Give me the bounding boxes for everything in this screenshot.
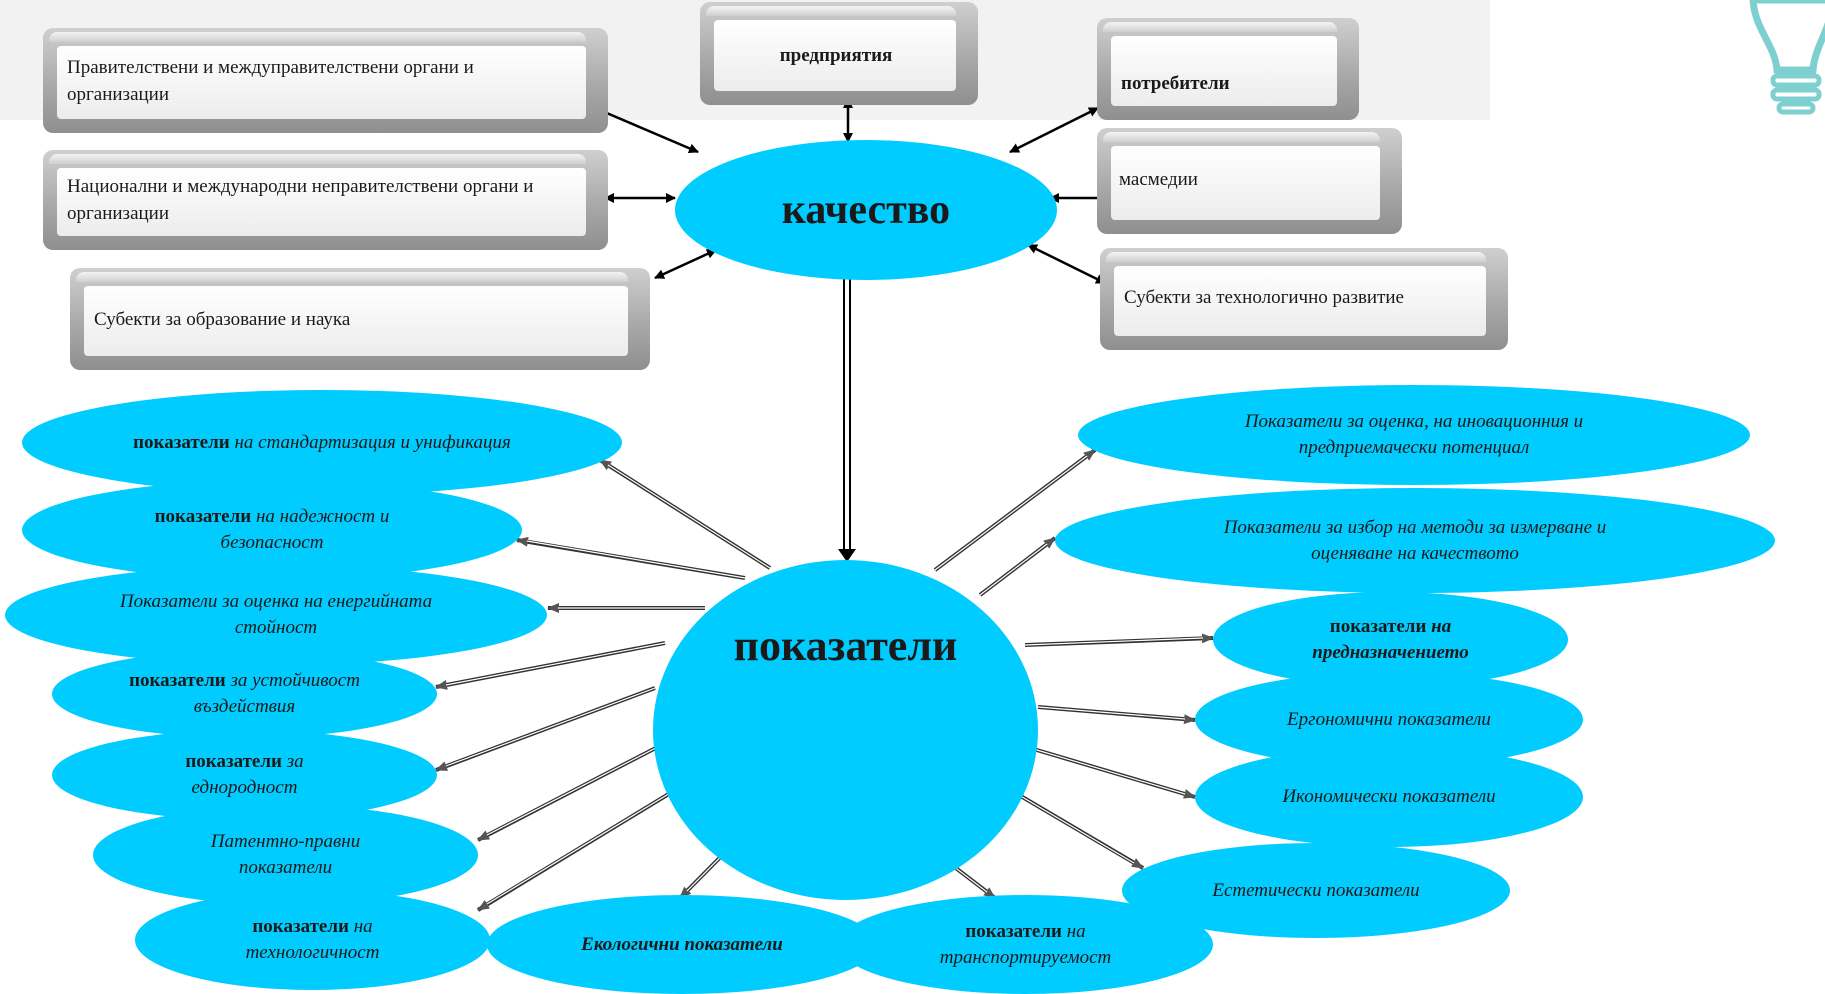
ellipse-aesthetic: Естетически показатели xyxy=(1122,843,1510,938)
transport-bold: показатели xyxy=(965,920,1062,942)
ellipse-resistance: показатели за устойчивост въздействия xyxy=(52,650,437,738)
ellipse-innovation: Показатели за оценка, на иновационния и … xyxy=(1078,385,1750,485)
economic-label: Икономически показатели xyxy=(1282,786,1496,807)
ellipse-homogeneity: показатели за еднородност xyxy=(52,730,437,820)
ellipse-methods: Показатели за избор на методи за измерва… xyxy=(1055,488,1775,593)
arrow-q-tech xyxy=(1027,243,1106,285)
box-enterprises: предприятия xyxy=(700,2,978,105)
standardization-bold: показатели xyxy=(133,431,230,453)
ecological-label: Екологични показатели xyxy=(581,933,783,955)
ngo-label: Национални и международни неправителстве… xyxy=(67,176,534,224)
quality-label: качество xyxy=(781,187,951,233)
homogeneity-text: за еднородност xyxy=(191,751,304,798)
education-label: Субекти за образование и наука xyxy=(94,308,351,330)
technology-bold: показатели xyxy=(252,916,349,937)
transport-text: на транспортируемост xyxy=(939,920,1112,968)
tech-label: Субекти за технологично развитие xyxy=(1124,287,1404,308)
box-tech: Субекти за технологично развитие xyxy=(1100,248,1508,350)
reliability-bold: показатели xyxy=(154,506,252,527)
box-consumers: потребители xyxy=(1097,18,1359,120)
methods-label: Показатели за избор на методи за измерва… xyxy=(1223,516,1607,564)
box-government: Правителствени и междуправителствени орг… xyxy=(43,28,608,133)
ellipse-technology: показатели на технологичност xyxy=(135,890,490,990)
purpose-text: на предназначението xyxy=(1312,615,1469,663)
reliability-text: на надежност и безопасност xyxy=(220,506,390,553)
lightbulb-icon xyxy=(1749,0,1825,115)
indicators-ellipse: показатели xyxy=(653,560,1038,900)
ellipse-ergonomic: Ергономични показатели xyxy=(1195,672,1583,767)
indicators-label: показатели xyxy=(733,621,958,670)
aesthetic-label: Естетически показатели xyxy=(1212,879,1420,901)
consumers-label: потребители xyxy=(1121,73,1230,94)
standardization-text: на стандартизация и унификация xyxy=(229,431,511,453)
box-education: Субекти за образование и наука xyxy=(70,268,650,370)
purpose-bold: показатели xyxy=(1329,615,1427,637)
patent-label: Патентно-правни показатели xyxy=(210,831,361,878)
ellipse-purpose: показатели на предназначението xyxy=(1213,592,1568,687)
innovation-label: Показатели за оценка, на иновационния и … xyxy=(1244,411,1584,458)
arrow-q-consumers xyxy=(1009,106,1099,154)
ergonomic-label: Ергономични показатели xyxy=(1287,708,1491,730)
ellipse-reliability: показатели на надежност и безопасност xyxy=(22,480,522,580)
ellipse-standardization: показатели на стандартизация и унификаци… xyxy=(22,390,622,495)
resistance-bold: показатели xyxy=(129,670,226,691)
box-media: масмедии xyxy=(1097,128,1402,234)
arrow-q-government xyxy=(594,106,699,154)
enterprises-label: предприятия xyxy=(779,45,893,66)
technology-text: на технологичност xyxy=(245,916,380,963)
quality-ellipse: качество xyxy=(675,140,1057,280)
arrow-q-indicators xyxy=(838,250,856,562)
arrow-q-education xyxy=(654,248,717,280)
ellipse-patent: Патентно-правни показатели xyxy=(93,805,478,905)
resistance-text: за устойчивост въздействия xyxy=(193,670,360,717)
government-label: Правителствени и междуправителствени орг… xyxy=(67,56,474,105)
media-label: масмедии xyxy=(1119,169,1198,190)
homogeneity-bold: показатели xyxy=(185,751,282,772)
ellipse-ecological: Екологични показатели xyxy=(487,895,877,994)
ellipse-energy: Показатели за оценка на енергийната стой… xyxy=(5,565,547,665)
box-ngo: Национални и международни неправителстве… xyxy=(43,150,608,250)
energy-label: Показатели за оценка на енергийната стой… xyxy=(119,591,433,638)
